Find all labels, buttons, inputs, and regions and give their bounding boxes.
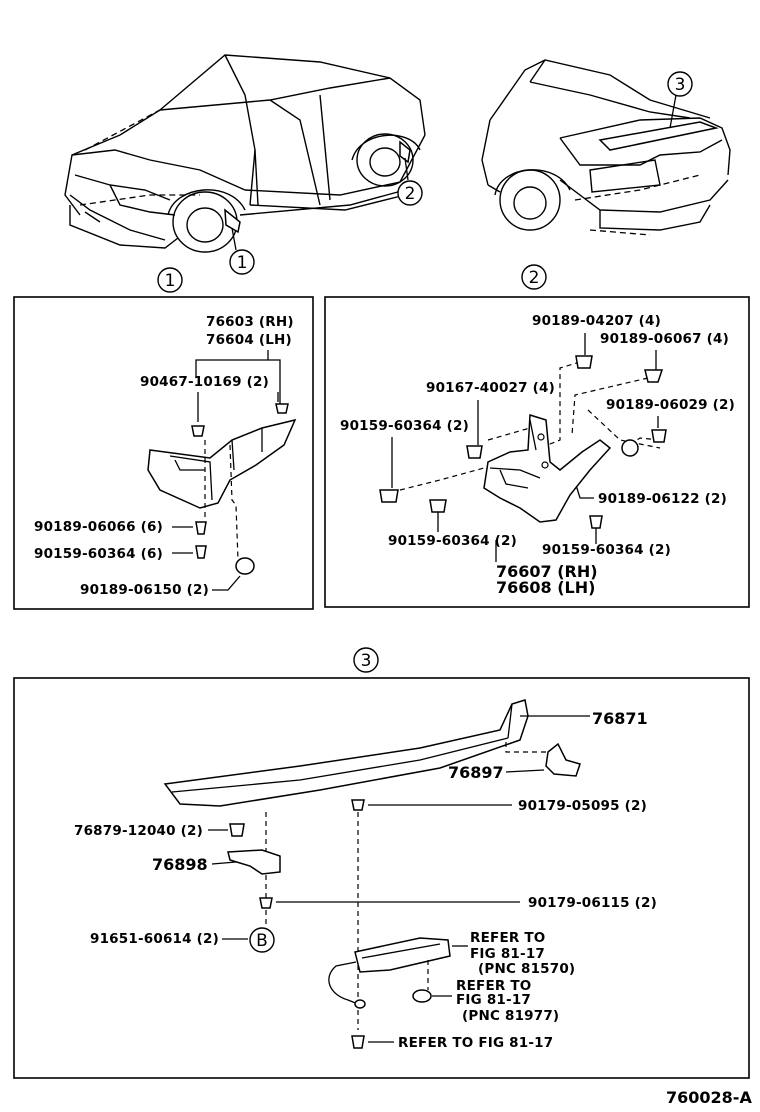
svg-text:1: 1: [165, 271, 176, 291]
ref-1-line-2: FIG 81-17: [470, 946, 545, 962]
screw-icon: [351, 1035, 365, 1049]
screw-icon: [589, 515, 603, 529]
callout-1-car: 1: [229, 249, 255, 275]
figure-code: 760028-A: [666, 1088, 752, 1107]
panel-2-rear-mudguard: 90189-04207 (4) 90189-06067 (4) 90167-40…: [324, 296, 750, 608]
part-90189-06150: 90189-06150 (2): [80, 582, 209, 598]
clip-icon: [235, 557, 255, 575]
ref-1-line-1: REFER TO: [470, 930, 545, 946]
screw-icon: [466, 445, 483, 459]
svg-text:3: 3: [361, 651, 372, 671]
part-90159-60364-a: 90159-60364 (2): [340, 418, 469, 434]
bracket-icon: [227, 849, 281, 875]
grommet-icon: [412, 989, 432, 1003]
ref-2-line-1: REFER TO: [456, 978, 531, 994]
part-90159-60364-b: 90159-60364 (2): [388, 533, 517, 549]
part-90189-06122: 90189-06122 (2): [598, 491, 727, 507]
part-76871: 76871: [592, 709, 648, 728]
part-90189-06029: 90189-06029 (2): [606, 397, 735, 413]
nut-icon: [259, 897, 273, 909]
section-2-header: 2: [521, 264, 547, 290]
part-90167-40027: 90167-40027 (4): [426, 380, 555, 396]
stop-lamp-icon: [354, 937, 451, 973]
svg-text:3: 3: [675, 75, 686, 95]
screw-icon: [195, 521, 207, 535]
ref-1-line-3: (PNC 81570): [478, 961, 575, 977]
part-76608: 76608 (LH): [496, 578, 595, 597]
mudguard-rear-icon: [483, 413, 612, 523]
clip-icon: [191, 425, 205, 437]
section-3-header: 3: [353, 647, 379, 673]
part-76603: 76603 (RH): [206, 314, 294, 330]
clip-icon: [229, 823, 245, 837]
part-90189-04207: 90189-04207 (4): [532, 313, 661, 329]
bracket-icon: [545, 742, 581, 777]
part-76604: 76604 (LH): [206, 332, 292, 348]
part-90179-05095: 90179-05095 (2): [518, 798, 647, 814]
screw-icon: [651, 429, 667, 443]
part-90159-60364: 90159-60364 (6): [34, 546, 163, 562]
ref-2-line-2: FIG 81-17: [456, 992, 531, 1008]
section-1-header: 1: [157, 267, 183, 293]
part-76897: 76897: [448, 763, 504, 782]
ref-2-line-3: (PNC 81977): [462, 1008, 559, 1024]
part-91651-60614: 91651-60614 (2): [90, 931, 219, 947]
part-90467-10169: 90467-10169 (2): [140, 374, 269, 390]
screw-icon: [379, 489, 399, 503]
callout-3-car: 3: [667, 71, 693, 97]
panel-1-front-mudguard: 76603 (RH) 76604 (LH) 90467-10169 (2) 90…: [13, 296, 314, 610]
mudguard-front-icon: [147, 418, 297, 509]
clip-icon: [575, 355, 593, 369]
callout-b: B: [249, 927, 275, 953]
svg-text:2: 2: [529, 268, 540, 288]
part-90189-06067: 90189-06067 (4): [600, 331, 729, 347]
part-90179-06115: 90179-06115 (2): [528, 895, 657, 911]
svg-text:2: 2: [405, 184, 416, 204]
part-76879-12040: 76879-12040 (2): [74, 823, 203, 839]
part-76898: 76898: [152, 855, 208, 874]
clip-icon: [275, 403, 289, 414]
ref-3: REFER TO FIG 81-17: [398, 1035, 553, 1051]
part-76607: 76607 (RH): [496, 562, 598, 581]
panel-3-rear-spoiler: 76871 76897 90179-05095 (2) 76879-12040 …: [13, 677, 750, 1079]
car-rear-view: [481, 59, 731, 236]
screw-icon: [195, 545, 207, 559]
svg-text:1: 1: [237, 253, 248, 273]
rear-spoiler-icon: [163, 699, 529, 807]
svg-text:B: B: [256, 931, 268, 951]
clip-icon: [621, 439, 639, 457]
screw-icon: [429, 499, 447, 513]
part-90189-06066: 90189-06066 (6): [34, 519, 163, 535]
nut-icon: [351, 799, 365, 811]
car-front-view: [64, 54, 426, 253]
part-90159-60364-c: 90159-60364 (2): [542, 542, 671, 558]
clip-icon: [644, 369, 664, 383]
callout-2-car: 2: [397, 180, 423, 206]
